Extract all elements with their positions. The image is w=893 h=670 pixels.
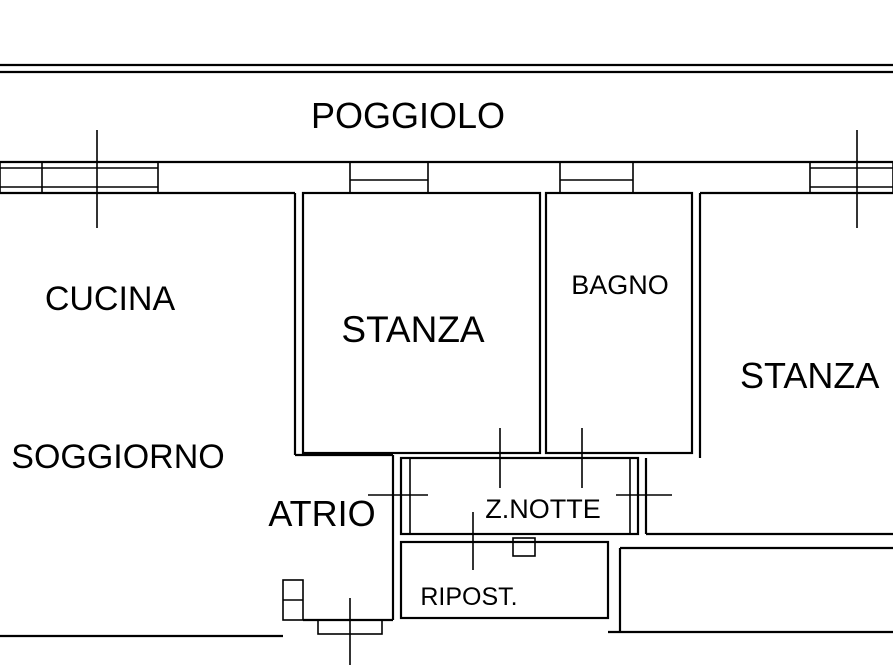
- room-label-bagno: BAGNO: [571, 270, 669, 300]
- ripostiglio-walls: [399, 537, 610, 620]
- room-label-stanza-2: STANZA: [740, 355, 879, 396]
- bottom-right-wall: [608, 546, 893, 634]
- room-label-cucina: CUCINA: [45, 280, 176, 318]
- bagno-walls: [544, 191, 694, 455]
- balcony-parapet: [0, 63, 893, 74]
- stanza-1-walls: [301, 191, 542, 455]
- room-label-stanza-1: STANZA: [341, 309, 485, 350]
- room-label-soggiorno: SOGGIORNO: [11, 438, 224, 476]
- window-bagno: [559, 161, 634, 194]
- room-label-poggiolo: POGGIOLO: [311, 95, 505, 136]
- corridor-walls: [295, 453, 893, 620]
- room-label-ripostiglio: RIPOST.: [420, 583, 517, 611]
- entrance: [0, 579, 393, 665]
- room-label-zona-notte: Z.NOTTE: [485, 494, 601, 524]
- window-stanza-2: [809, 130, 893, 228]
- room-label-atrio: ATRIO: [268, 493, 375, 534]
- window-cucina: [0, 130, 159, 228]
- window-stanza-1: [349, 161, 429, 194]
